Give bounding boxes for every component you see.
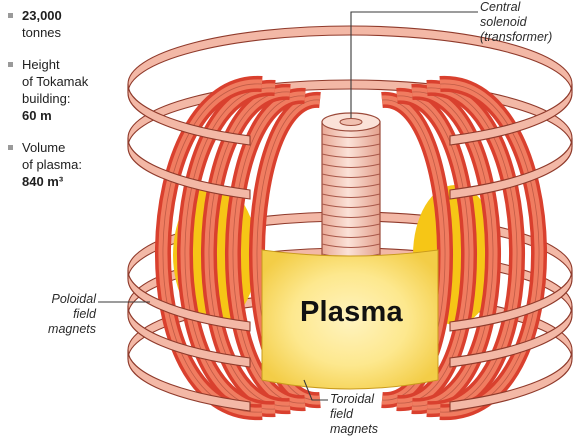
fact-height-line: building: — [22, 90, 128, 107]
poloidal-field-magnets-label: Poloidal field magnets — [24, 292, 96, 337]
toroidal-field-magnets-label: Toroidal field magnets — [330, 392, 378, 437]
fact-volume-value: 840 m³ — [22, 173, 128, 190]
facts-list: 23,000 tonnes Height of Tokamak building… — [8, 7, 128, 205]
label-line: Central — [480, 0, 552, 15]
fact-height: Height of Tokamak building: 60 m — [8, 56, 128, 124]
label-line: magnets — [24, 322, 96, 337]
bullet-icon — [8, 145, 13, 150]
fact-height-line: of Tokamak — [22, 73, 128, 90]
fact-weight: 23,000 tonnes — [8, 7, 128, 41]
fact-volume: Volume of plasma: 840 m³ — [8, 139, 128, 190]
central-solenoid — [322, 113, 380, 272]
plasma-label: Plasma — [300, 296, 403, 329]
label-line: field — [330, 407, 378, 422]
bullet-icon — [8, 13, 13, 18]
label-line: magnets — [330, 422, 378, 437]
fact-volume-line: of plasma: — [22, 156, 128, 173]
fact-volume-line: Volume — [22, 139, 128, 156]
fact-height-line: Height — [22, 56, 128, 73]
central-solenoid-label: Central solenoid (transformer) — [480, 0, 552, 45]
fact-height-value: 60 m — [22, 107, 128, 124]
fact-weight-value: 23,000 — [22, 7, 128, 24]
label-line: Poloidal — [24, 292, 96, 307]
label-line: solenoid — [480, 15, 552, 30]
fact-weight-unit: tonnes — [22, 24, 128, 41]
label-line: Toroidal — [330, 392, 378, 407]
label-line: field — [24, 307, 96, 322]
bullet-icon — [8, 62, 13, 67]
label-line: (transformer) — [480, 30, 552, 45]
